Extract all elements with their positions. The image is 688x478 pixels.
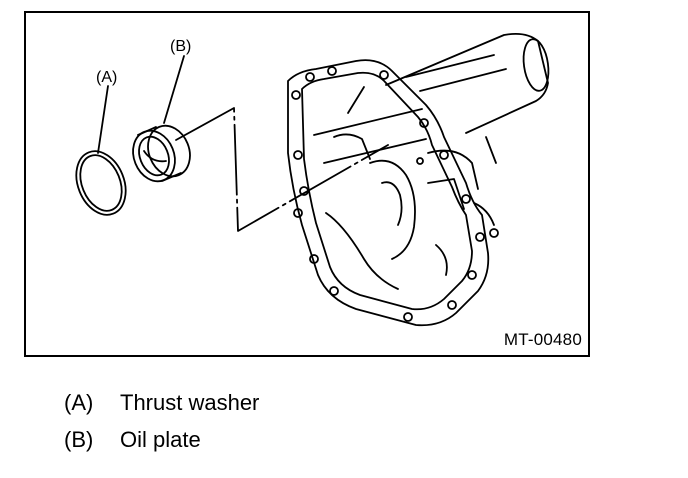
thrust-washer-part [75, 150, 127, 216]
transmission-diagram: (A) (B) [75, 32, 550, 327]
legend-label: Thrust washer [120, 389, 260, 415]
legend-item: (A) Thrust washer [64, 384, 259, 421]
figure-frame: (A) (B) [24, 11, 590, 357]
oil-plate-part [132, 124, 191, 183]
transmission-case [287, 32, 550, 327]
callout-b-label: (B) [170, 38, 191, 55]
alignment-guide [175, 107, 389, 232]
figure-id: MT-00480 [503, 330, 582, 349]
callout-b-leader [163, 55, 185, 124]
parts-legend: (A) Thrust washer (B) Oil plate [64, 384, 259, 458]
legend-key: (A) [64, 389, 94, 415]
callout-a-label: (A) [96, 69, 117, 86]
legend-label: Oil plate [120, 426, 201, 452]
legend-item: (B) Oil plate [64, 421, 259, 458]
legend-key: (B) [64, 426, 94, 452]
callout-a-leader [97, 85, 109, 154]
